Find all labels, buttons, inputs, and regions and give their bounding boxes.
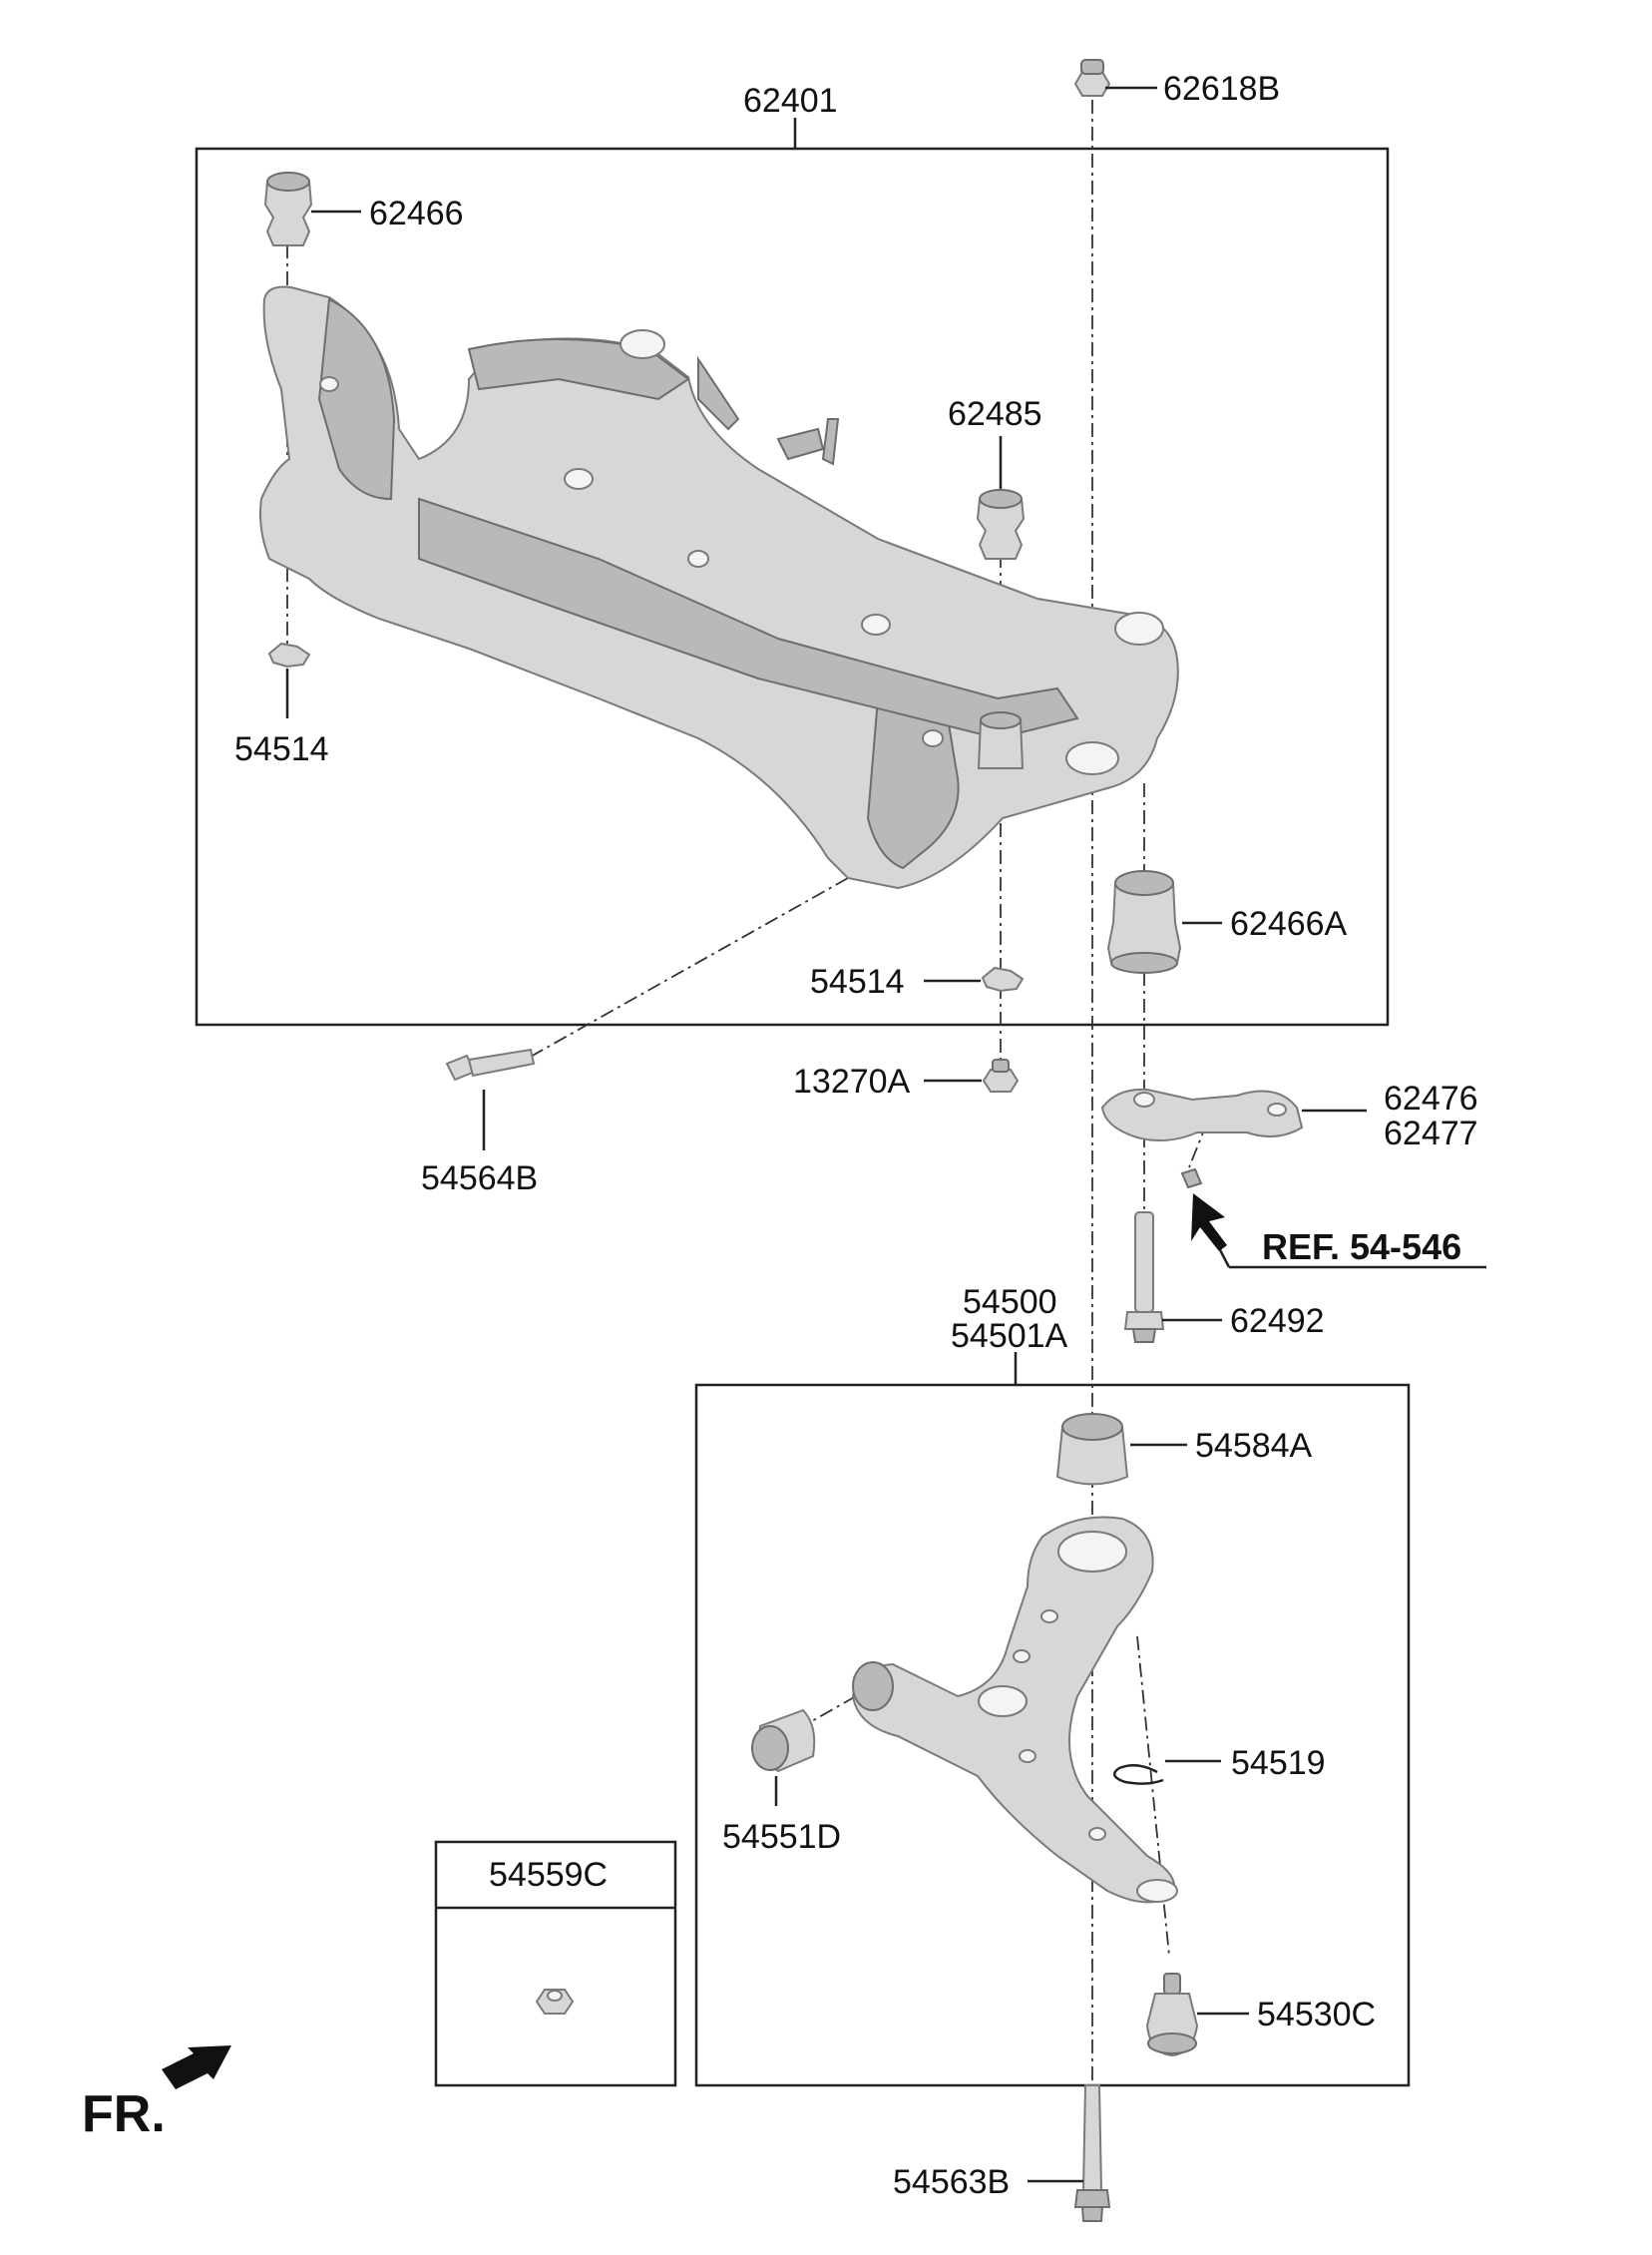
bushing-62466A-part xyxy=(1106,870,1182,974)
bushing-62466-part xyxy=(263,172,313,246)
lower-control-arm-part xyxy=(851,1516,1178,1904)
bushing-54584A-part xyxy=(1055,1413,1129,1486)
reference-label: REF. 54-546 xyxy=(1262,1226,1461,1267)
bolt-54563B-part xyxy=(1073,2084,1111,2222)
bolt-62492-part xyxy=(1123,1211,1165,1343)
bracket-62476-62477-part xyxy=(1100,1088,1304,1189)
part-label-54501A: 54501A xyxy=(951,1317,1068,1355)
reference-arrow-icon xyxy=(1191,1193,1227,1251)
nut-13270A-part xyxy=(982,1059,1020,1093)
part-label-54584A: 54584A xyxy=(1195,1427,1313,1465)
part-label-62477: 62477 xyxy=(1384,1115,1478,1152)
clip-54514-upper-part xyxy=(267,642,311,669)
part-label-54563B: 54563B xyxy=(893,2163,1010,2201)
part-label-54551D: 54551D xyxy=(722,1818,841,1856)
bushing-54551D-part xyxy=(751,1708,816,1773)
leader-lines xyxy=(285,86,1486,2183)
part-label-54530C: 54530C xyxy=(1257,1996,1376,2033)
nut-detail-box xyxy=(434,1840,677,2087)
part-label-62466: 62466 xyxy=(369,195,464,232)
snap-ring-54519-part xyxy=(1112,1764,1164,1785)
subframe-assembly-box xyxy=(195,147,1390,1027)
nut-54559C-part xyxy=(535,1989,575,2015)
bolt-54564B-part xyxy=(445,1048,536,1082)
front-direction-label: FR. xyxy=(82,2085,166,2143)
ball-joint-54530C-part xyxy=(1145,1973,1199,2057)
part-label-13270A: 13270A xyxy=(793,1063,911,1101)
part-label-62485: 62485 xyxy=(948,395,1042,433)
front-direction-arrow-icon xyxy=(162,2045,231,2089)
front-subframe-part xyxy=(259,285,1179,890)
nut-62618B-part xyxy=(1073,59,1111,97)
part-label-62476: 62476 xyxy=(1384,1080,1478,1118)
part-label-62618B: 62618B xyxy=(1163,70,1280,108)
part-label-54564B: 54564B xyxy=(421,1159,538,1197)
part-label-54500: 54500 xyxy=(963,1283,1057,1321)
part-label-54559C: 54559C xyxy=(489,1856,608,1894)
part-label-62492: 62492 xyxy=(1230,1302,1325,1340)
bushing-62485-part xyxy=(976,489,1026,769)
part-label-62401: 62401 xyxy=(743,82,838,120)
part-label-54519: 54519 xyxy=(1231,1744,1326,1782)
part-label-54514-lower: 54514 xyxy=(810,963,905,1001)
part-label-54514-upper: 54514 xyxy=(234,730,329,768)
clip-54514-lower-part xyxy=(981,966,1025,993)
alignment-lines xyxy=(286,100,1208,2215)
lower-arm-assembly-box xyxy=(694,1383,1411,2087)
part-label-62466A: 62466A xyxy=(1230,905,1348,943)
